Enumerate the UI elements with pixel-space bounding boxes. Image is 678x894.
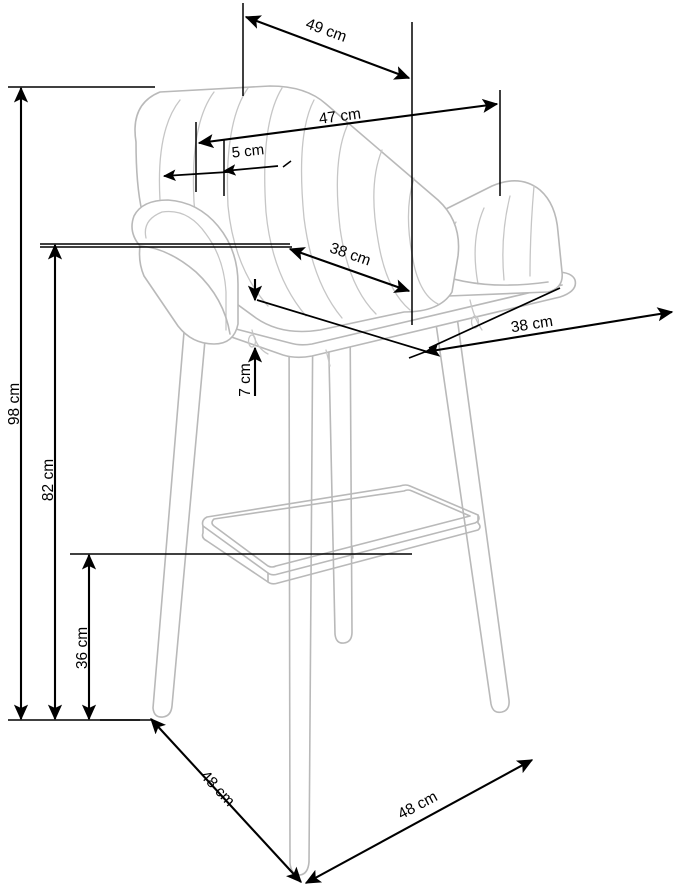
dimension-label-seat-thickness: 7 cm xyxy=(237,363,254,397)
dimension-label-seat-depth: 38 cm xyxy=(510,313,554,336)
dimension-label-backrest-height: 82 cm xyxy=(40,459,57,501)
stool-rear-legs xyxy=(152,299,510,718)
dimension-label-backrest-width: 47 cm xyxy=(318,105,362,127)
dimension-seat-thickness: 7 cm xyxy=(237,279,429,397)
dimension-overall-height: 98 cm xyxy=(6,86,155,721)
dimension-backrest-thickness: 5 cm xyxy=(162,140,292,196)
left-armrest xyxy=(131,199,239,345)
dimension-seat-depth: 38 cm xyxy=(408,287,674,359)
dimension-backrest-width: 47 cm xyxy=(195,90,501,196)
dimension-label-overall-height: 98 cm xyxy=(6,383,23,425)
footrest-ring xyxy=(201,484,481,585)
dimension-label-footrest-height: 36 cm xyxy=(74,627,91,669)
dimension-footrest-height: 36 cm xyxy=(70,553,412,721)
dimension-backrest-height: 82 cm xyxy=(40,243,290,721)
dimension-label-backrest-thickness: 5 cm xyxy=(231,141,265,161)
